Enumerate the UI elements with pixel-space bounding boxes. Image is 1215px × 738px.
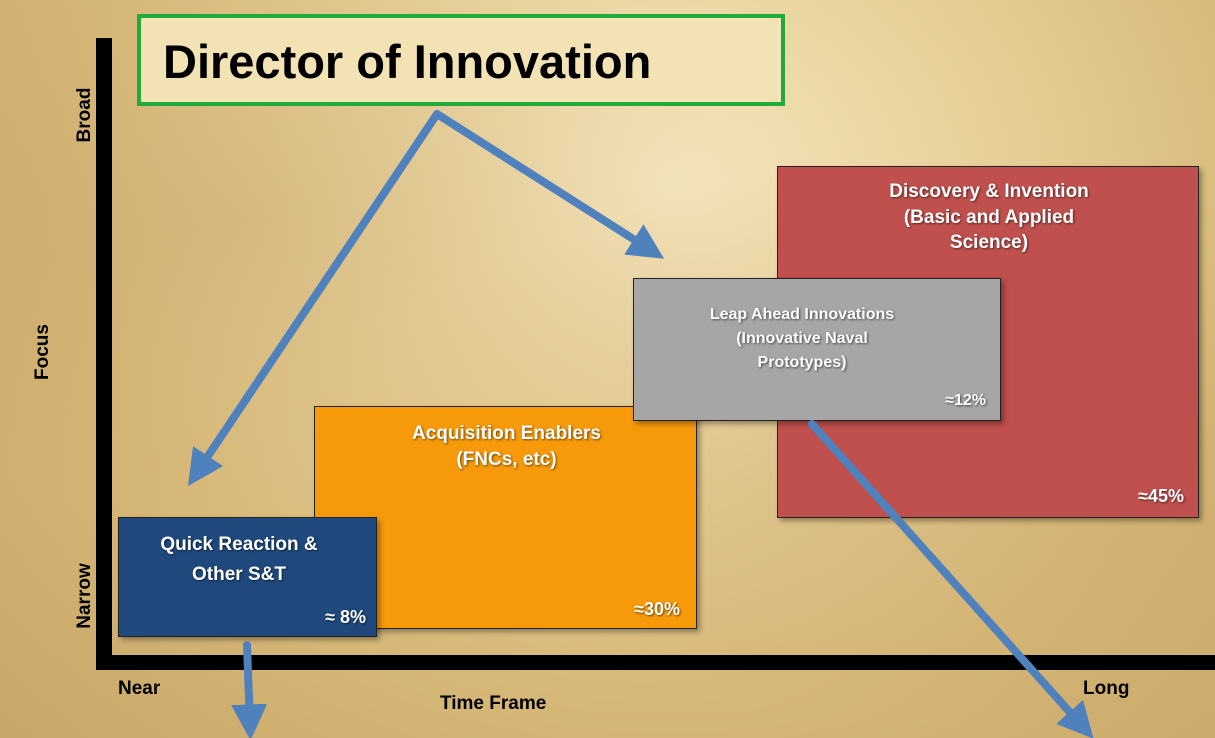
x-axis-label: Time Frame (440, 693, 547, 714)
arrow-to-quick-reaction (187, 110, 441, 486)
x-axis (96, 655, 1215, 670)
quick-reaction-box: Quick Reaction & Other S&T ≈ 8% (118, 517, 377, 637)
discovery-line3: Science) (949, 232, 1029, 254)
arrow-to-leap-ahead (433, 110, 665, 259)
page-title: Director of Innovation (163, 35, 652, 88)
x-min-label: Near (118, 678, 161, 699)
acquisition-line1: Acquisition Enablers (412, 423, 601, 444)
quick-line2: Other S&T (192, 564, 286, 586)
quick-line1: Quick Reaction & (160, 534, 318, 555)
arrow-down-from-leap (808, 420, 1094, 738)
leap-line3: Prototypes) (757, 354, 847, 371)
x-max-label: Long (1083, 678, 1130, 699)
leap-percent: ≈12% (945, 392, 986, 409)
acquisition-enablers-box: Acquisition Enablers (FNCs, etc) ≈30% (314, 406, 697, 629)
discovery-percent: ≈45% (1138, 486, 1184, 506)
acquisition-percent: ≈30% (634, 599, 680, 619)
discovery-line1: Discovery & Invention (889, 181, 1089, 202)
leap-line1: Leap Ahead Innovations (709, 306, 895, 323)
arrow-down-from-quick (231, 641, 268, 738)
quick-percent: ≈ 8% (325, 607, 366, 627)
discovery-line2: (Basic and Applied (903, 206, 1075, 228)
y-axis (96, 38, 112, 670)
leap-ahead-box: Leap Ahead Innovations (Innovative Naval… (633, 278, 1001, 421)
title-box: Director of Innovation (137, 14, 785, 106)
acquisition-line2: (FNCs, etc) (456, 448, 557, 470)
leap-line2: (Innovative Naval (736, 330, 868, 347)
